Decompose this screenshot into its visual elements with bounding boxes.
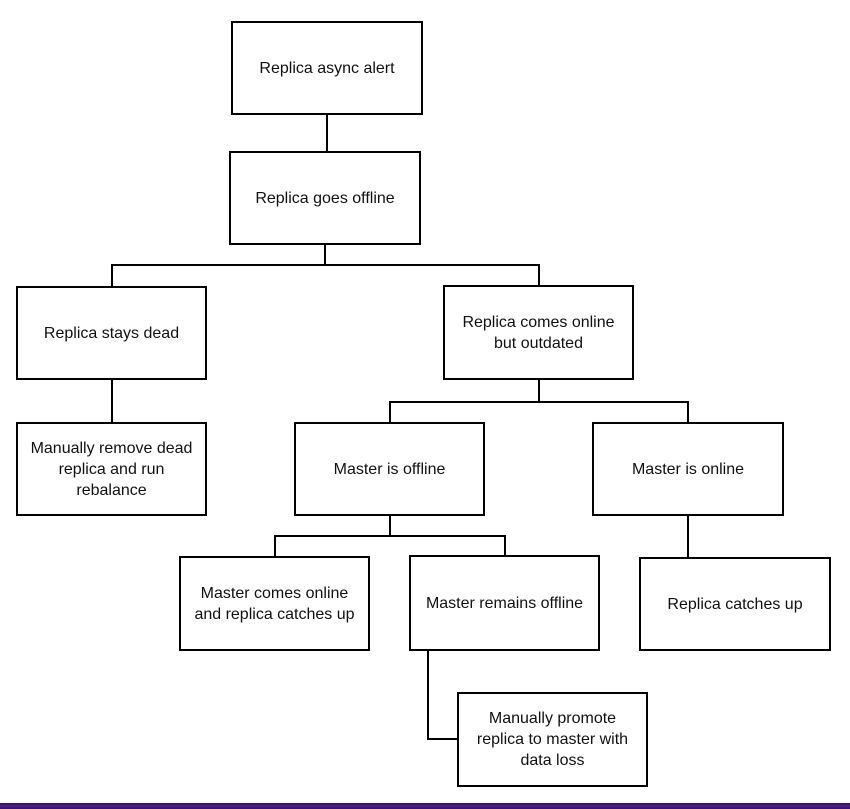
node-replica-goes-offline: Replica goes offline [229,151,421,245]
node-master-remains-offline: Master remains offline [409,555,600,651]
node-master-is-online: Master is online [592,422,784,516]
node-label: Master comes online and replica catches … [194,584,355,623]
connector-line [110,264,540,266]
connector-line [110,265,113,286]
node-label: Manually promote replica to master with … [476,710,629,769]
connector-line [503,536,506,555]
node-label: Replica goes offline [255,189,395,207]
connector-line [324,245,326,265]
node-label: Master is offline [333,460,446,478]
node-replica-catches-up: Replica catches up [639,557,831,651]
connector-line [687,516,689,557]
connector-line [537,265,540,285]
footer-accent-bar [0,803,850,809]
connector-line [427,738,457,740]
node-master-comes-online-and-replica-catches-up: Master comes online and replica catches … [179,556,370,651]
connector-line [687,402,689,422]
node-label: Master remains offline [425,594,584,612]
node-replica-stays-dead: Replica stays dead [16,286,207,380]
node-label: Replica stays dead [43,324,180,342]
connector-line [388,402,391,422]
node-label: Master is online [631,460,745,478]
connector-line [388,401,689,403]
node-label: Replica comes online but outdated [462,313,615,352]
connector-line [273,536,276,556]
node-manually-promote-replica-to-master-with-data-loss: Manually promote replica to master with … [457,692,648,787]
connector-line [427,651,429,740]
connector-line [326,115,328,151]
connector-line [537,380,540,402]
node-manually-remove-dead-replica-and-run-rebalance: Manually remove dead replica and run reb… [16,422,207,516]
node-label: Manually remove dead replica and run reb… [30,439,193,499]
connector-line [110,380,113,422]
connector-line [273,535,506,537]
node-label: Replica async alert [259,59,395,77]
node-replica-comes-online-but-outdated: Replica comes online but outdated [443,285,634,380]
node-label: Replica catches up [667,595,803,613]
connector-line [388,516,391,536]
node-master-is-offline: Master is offline [294,422,485,516]
node-replica-async-alert: Replica async alert [231,21,423,115]
